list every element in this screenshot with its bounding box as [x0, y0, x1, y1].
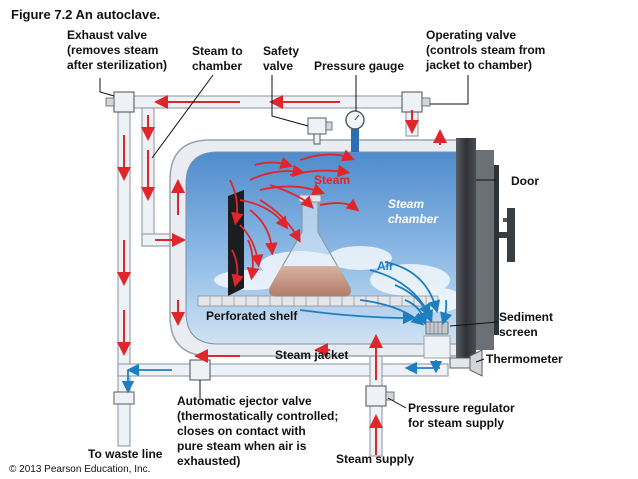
exhaust-valve-label: Exhaust valve (removes steam after steri… [67, 28, 168, 72]
leader-lines [99, 74, 499, 409]
chamber-steam-arrows [229, 149, 360, 288]
steam-to-chamber-label: Steam to chamber [192, 44, 243, 73]
figure-title: Figure 7.2 An autoclave. [11, 7, 161, 22]
perforated-shelf [197, 295, 439, 307]
air-flow-arrows [121, 261, 453, 394]
safety-valve-label: Safety valve [263, 44, 300, 73]
door [456, 138, 515, 360]
door-label: Door [511, 174, 539, 188]
perforated-shelf-label: Perforated shelf [206, 309, 298, 323]
air-label: Air [377, 259, 394, 273]
pressure-regulator-label: Pressure regulator for steam supply [408, 401, 515, 430]
steam-supply-label: Steam supply [336, 452, 415, 466]
pressure-gauge-label: Pressure gauge [314, 59, 405, 73]
pressure-regulator-device [365, 385, 395, 407]
exhaust-valve-device [105, 91, 135, 113]
operating-valve-device [401, 91, 431, 113]
operating-valve-label: Operating valve (controls steam from jac… [426, 28, 546, 72]
erlenmeyer-flask [269, 194, 351, 297]
copyright-text: © 2013 Pearson Education, Inc. [9, 464, 151, 475]
to-waste-line-label: To waste line [88, 447, 163, 461]
thermometer-label: Thermometer [486, 352, 563, 366]
steam-label: Steam [314, 173, 351, 187]
sediment-screen-label: Sediment screen [499, 310, 554, 339]
steam-flow-arrows [117, 95, 447, 455]
ejector-valve-device [189, 359, 211, 381]
steam-jacket-label: Steam jacket [275, 348, 349, 362]
thermometer-device [449, 349, 483, 377]
automatic-ejector-valve-label: Automatic ejector valve (thermostaticall… [177, 394, 339, 468]
steam-chamber-label: Steam chamber [388, 197, 439, 226]
pressure-gauge-device [345, 110, 365, 152]
sediment-screen [425, 321, 449, 335]
